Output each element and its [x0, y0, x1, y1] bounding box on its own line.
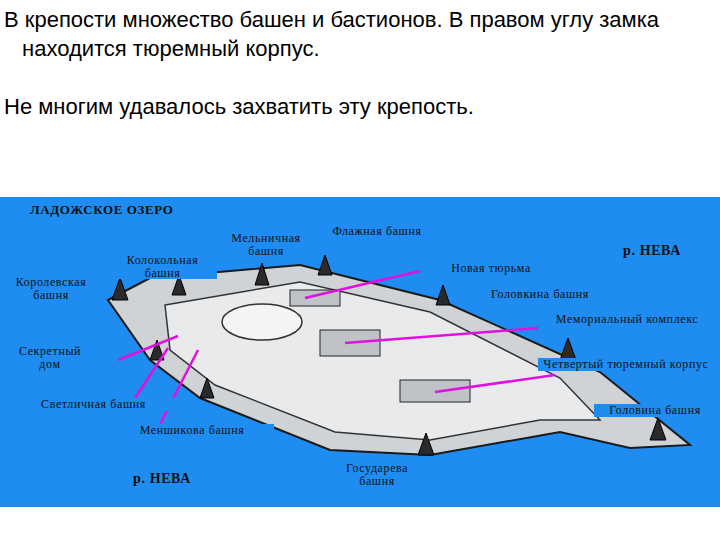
slide-text: Не многим удавалось захватить эту крепос…	[2, 93, 720, 122]
lake-name: ЛАДОЖСКОЕ ОЗЕРО	[28, 203, 292, 217]
tower	[560, 338, 576, 360]
building-name: Секретный дом	[8, 345, 92, 370]
leader-line	[345, 328, 538, 343]
tower-name: Королевская башня	[4, 276, 98, 301]
tower	[255, 263, 269, 285]
building-name: Мемориальный комплекс	[540, 313, 714, 326]
leader-line	[305, 271, 420, 298]
river-name: р. НЕВА	[110, 472, 214, 487]
tower	[650, 418, 666, 440]
tower-name: Меншикова башня	[110, 424, 274, 437]
slide-text: В крепости множество башен и бастионов. …	[2, 6, 720, 63]
building-name: Четвертый тюремный корпус	[538, 358, 714, 371]
building-name: Новая тюрьма	[424, 262, 558, 275]
river-name: р. НЕВА	[600, 244, 704, 259]
tower-name: Государева башня	[330, 462, 424, 487]
tower	[436, 285, 450, 305]
leader-line	[160, 350, 198, 424]
tower	[418, 433, 434, 455]
tower	[112, 278, 128, 300]
leader-line	[135, 348, 168, 398]
tower-name: Головина башня	[594, 404, 716, 417]
tower-name: Головкина башня	[458, 288, 622, 301]
water-ground	[0, 197, 720, 507]
tower-name: Мельничная башня	[214, 232, 318, 257]
inner-citadel	[222, 304, 302, 340]
fortress-courtyard	[165, 282, 600, 440]
tower-name: Колокольная башня	[108, 254, 217, 279]
tower	[318, 255, 332, 275]
tower	[200, 378, 214, 398]
leader-line	[118, 336, 178, 360]
leader-line	[435, 375, 555, 392]
tower-name: Флажная башня	[330, 225, 424, 238]
tower-name: Светличная башня	[4, 398, 183, 411]
